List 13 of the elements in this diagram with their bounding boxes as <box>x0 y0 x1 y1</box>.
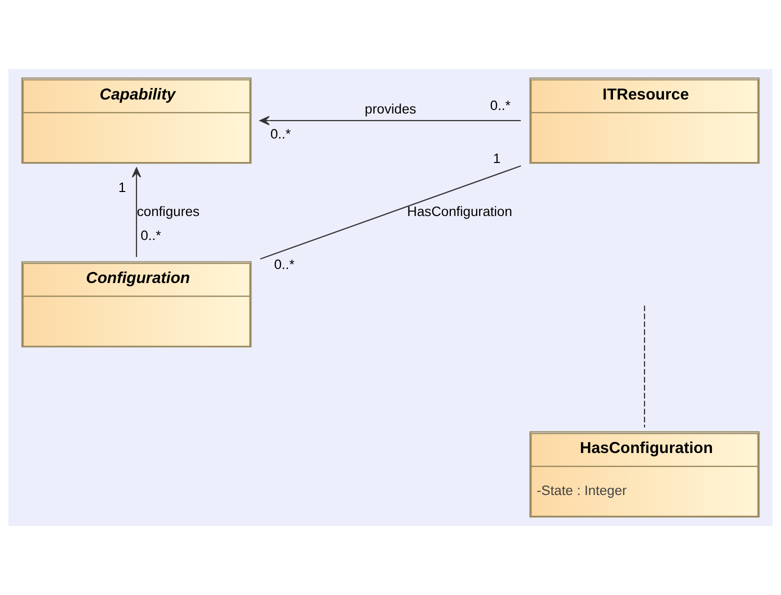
edge-label: provides <box>364 101 416 116</box>
label: 1 <box>118 180 126 195</box>
label: 0..* <box>274 257 294 272</box>
label: 1 <box>493 150 501 166</box>
label: 0..* <box>140 228 161 244</box>
label: 0..* <box>490 98 511 113</box>
edge-label: HasConfiguration <box>407 204 512 219</box>
connector <box>644 306 646 428</box>
arrow <box>132 167 142 257</box>
edge-label: configures <box>136 204 200 219</box>
label: 0..* <box>270 126 291 142</box>
connector <box>260 165 522 260</box>
arrow <box>260 116 521 126</box>
